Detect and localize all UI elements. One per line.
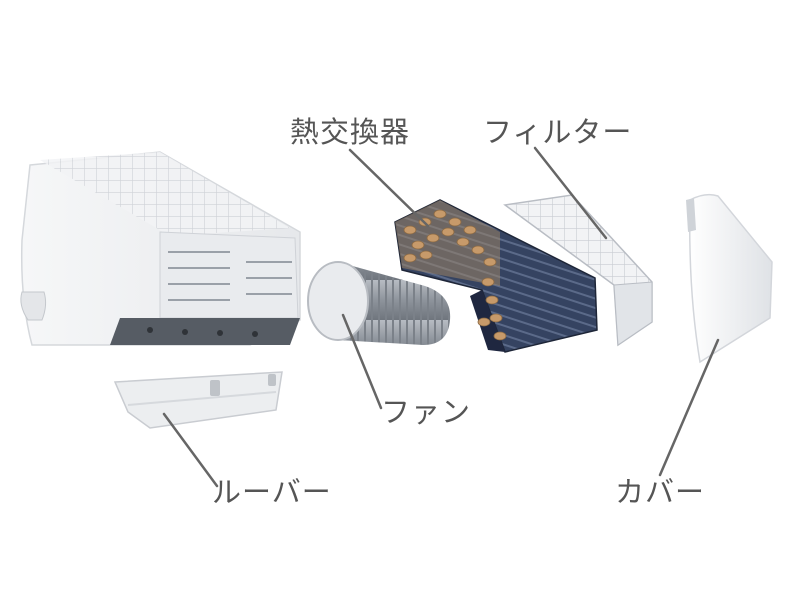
heat-exchanger-label: 熱交換器 [290,115,411,149]
fan-leader [341,313,383,410]
louver-part [113,371,283,429]
indoor-unit-body [20,151,301,346]
filter-leader [533,146,608,240]
fan-part [307,261,451,345]
louver-leader [162,412,219,488]
filter-label: フィルター [483,115,633,149]
cover-leader [658,338,720,477]
heat-exchanger-leader [348,148,430,228]
cover-label: カバー [615,475,706,509]
cover-part [686,193,773,364]
louver-label: ルーバー [212,475,332,509]
fan-label: ファン [381,395,472,429]
